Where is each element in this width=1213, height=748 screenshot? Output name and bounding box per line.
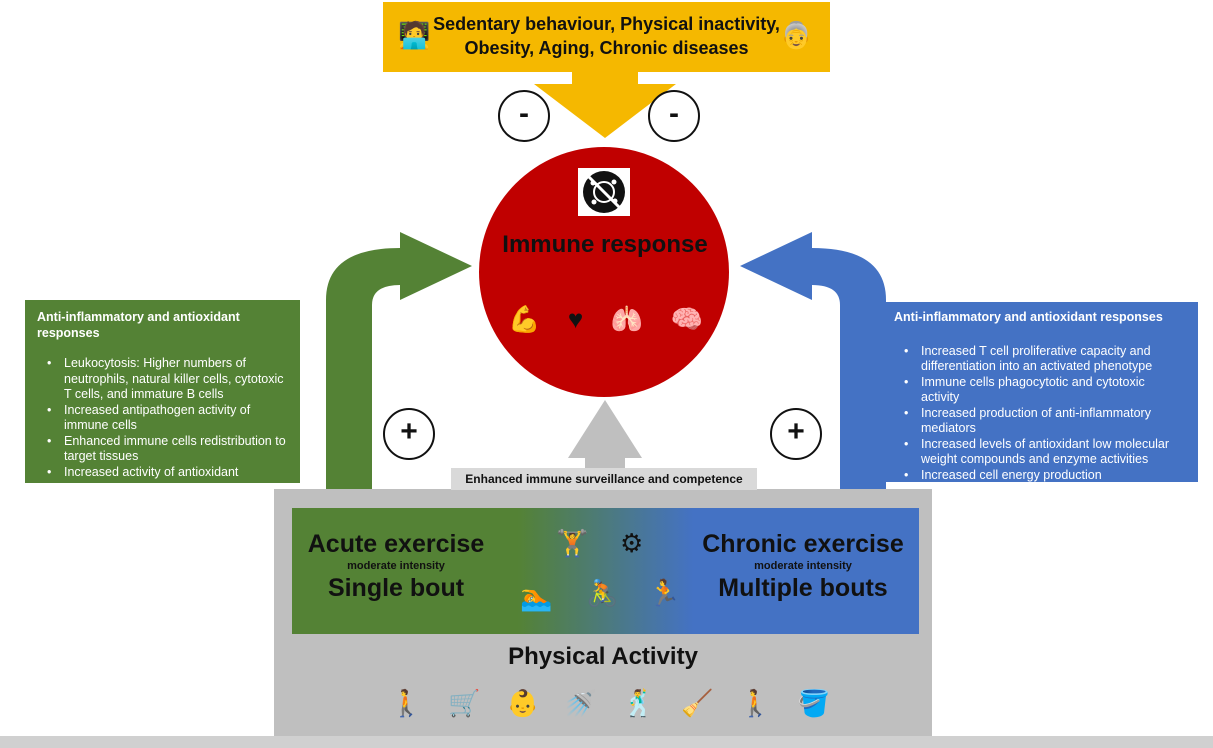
list-item: Immune cells phagocytotic and cytotoxic … xyxy=(904,375,1186,406)
blue-curved-arrow xyxy=(740,232,886,510)
chronic-exercise-title: Chronic exercise xyxy=(702,530,904,558)
lungs-icon: 🫁 xyxy=(610,304,644,334)
acute-exercise-block: Acute exercise moderate intensity Single… xyxy=(296,530,496,602)
bottom-bar xyxy=(0,736,1213,748)
elliptical-icon: ⚙ xyxy=(620,528,644,558)
gray-up-arrow xyxy=(568,400,642,470)
enhanced-surveillance-label: Enhanced immune surveillance and compete… xyxy=(451,468,757,490)
chronic-intensity: moderate intensity xyxy=(754,560,852,572)
dancing-icon: 🕺 xyxy=(622,688,656,718)
panel-title: Anti-inflammatory and antioxidant respon… xyxy=(894,310,1163,324)
hiking-icon: 🚶 xyxy=(390,688,423,718)
weightlifting-icon: 🏋 xyxy=(556,528,589,558)
minus-sign-left: - xyxy=(498,90,550,142)
running-icon: 🏃 xyxy=(648,578,681,608)
plus-sign-left: + xyxy=(383,408,435,460)
walking-icon: 🚶 xyxy=(739,688,772,718)
green-curved-arrow xyxy=(326,232,472,510)
plus-sign-right: + xyxy=(770,408,822,460)
list-item: Increased T cell proliferative capacity … xyxy=(904,344,1186,375)
watering-can-icon: 🚿 xyxy=(564,688,598,718)
muscle-icon: 💪 xyxy=(508,304,541,334)
heart-icon: ♥ xyxy=(567,304,584,334)
elderly-person-icon: 👵 xyxy=(780,20,813,50)
risk-factors-text: Sedentary behaviour, Physical inactivity… xyxy=(433,14,780,58)
immune-response-title: Immune response xyxy=(502,231,708,258)
stroller-icon: 👶 xyxy=(506,688,539,718)
acute-responses-panel: Anti-inflammatory and antioxidant respon… xyxy=(25,300,300,494)
list-item: Enhanced immune cells redistribution to … xyxy=(47,434,288,465)
immune-response-circle xyxy=(479,147,729,397)
sand-bucket-icon: 🪣 xyxy=(797,688,830,718)
list-item: Increased levels of antioxidant low mole… xyxy=(904,437,1186,468)
acute-intensity: moderate intensity xyxy=(347,560,445,572)
virus-icon xyxy=(578,168,630,216)
risk-factors-box xyxy=(383,2,830,72)
yellow-down-arrow xyxy=(534,72,676,138)
desk-worker-icon: 🧑‍💻 xyxy=(398,20,431,50)
swimming-icon: 🏊 xyxy=(520,582,553,612)
cycling-icon: 🚴 xyxy=(586,578,619,608)
acute-bout: Single bout xyxy=(327,574,465,602)
wheelbarrow-icon: 🛒 xyxy=(448,688,481,718)
brain-icon: 🧠 xyxy=(670,304,703,334)
physical-activity-title: Physical Activity xyxy=(508,643,698,670)
chronic-responses-panel: Anti-inflammatory and antioxidant respon… xyxy=(880,302,1198,484)
organ-icons: 💪 ♥ 🫁 🧠 xyxy=(508,304,703,334)
list-item: Increased cell energy production xyxy=(904,468,1186,484)
list-item: Increased antipathogen activity of immun… xyxy=(47,403,288,434)
activity-icons: 🚶 🛒 👶 🚿 🕺 🧹 🚶 🪣 xyxy=(390,688,830,718)
list-item: Increased activity of antioxidant enzyme… xyxy=(47,465,288,496)
chronic-bout: Multiple bouts xyxy=(718,574,888,602)
list-item: Increased production of anti-inflammator… xyxy=(904,406,1186,437)
chronic-exercise-block: Chronic exercise moderate intensity Mult… xyxy=(700,530,906,602)
acute-exercise-title: Acute exercise xyxy=(307,530,485,558)
exercise-band xyxy=(292,508,919,634)
minus-sign-right: - xyxy=(648,90,700,142)
cleaning-icon: 🧹 xyxy=(681,688,714,718)
list-item: Leukocytosis: Higher numbers of neutroph… xyxy=(47,356,288,403)
panel-title: Anti-inflammatory and antioxidant respon… xyxy=(37,310,240,340)
